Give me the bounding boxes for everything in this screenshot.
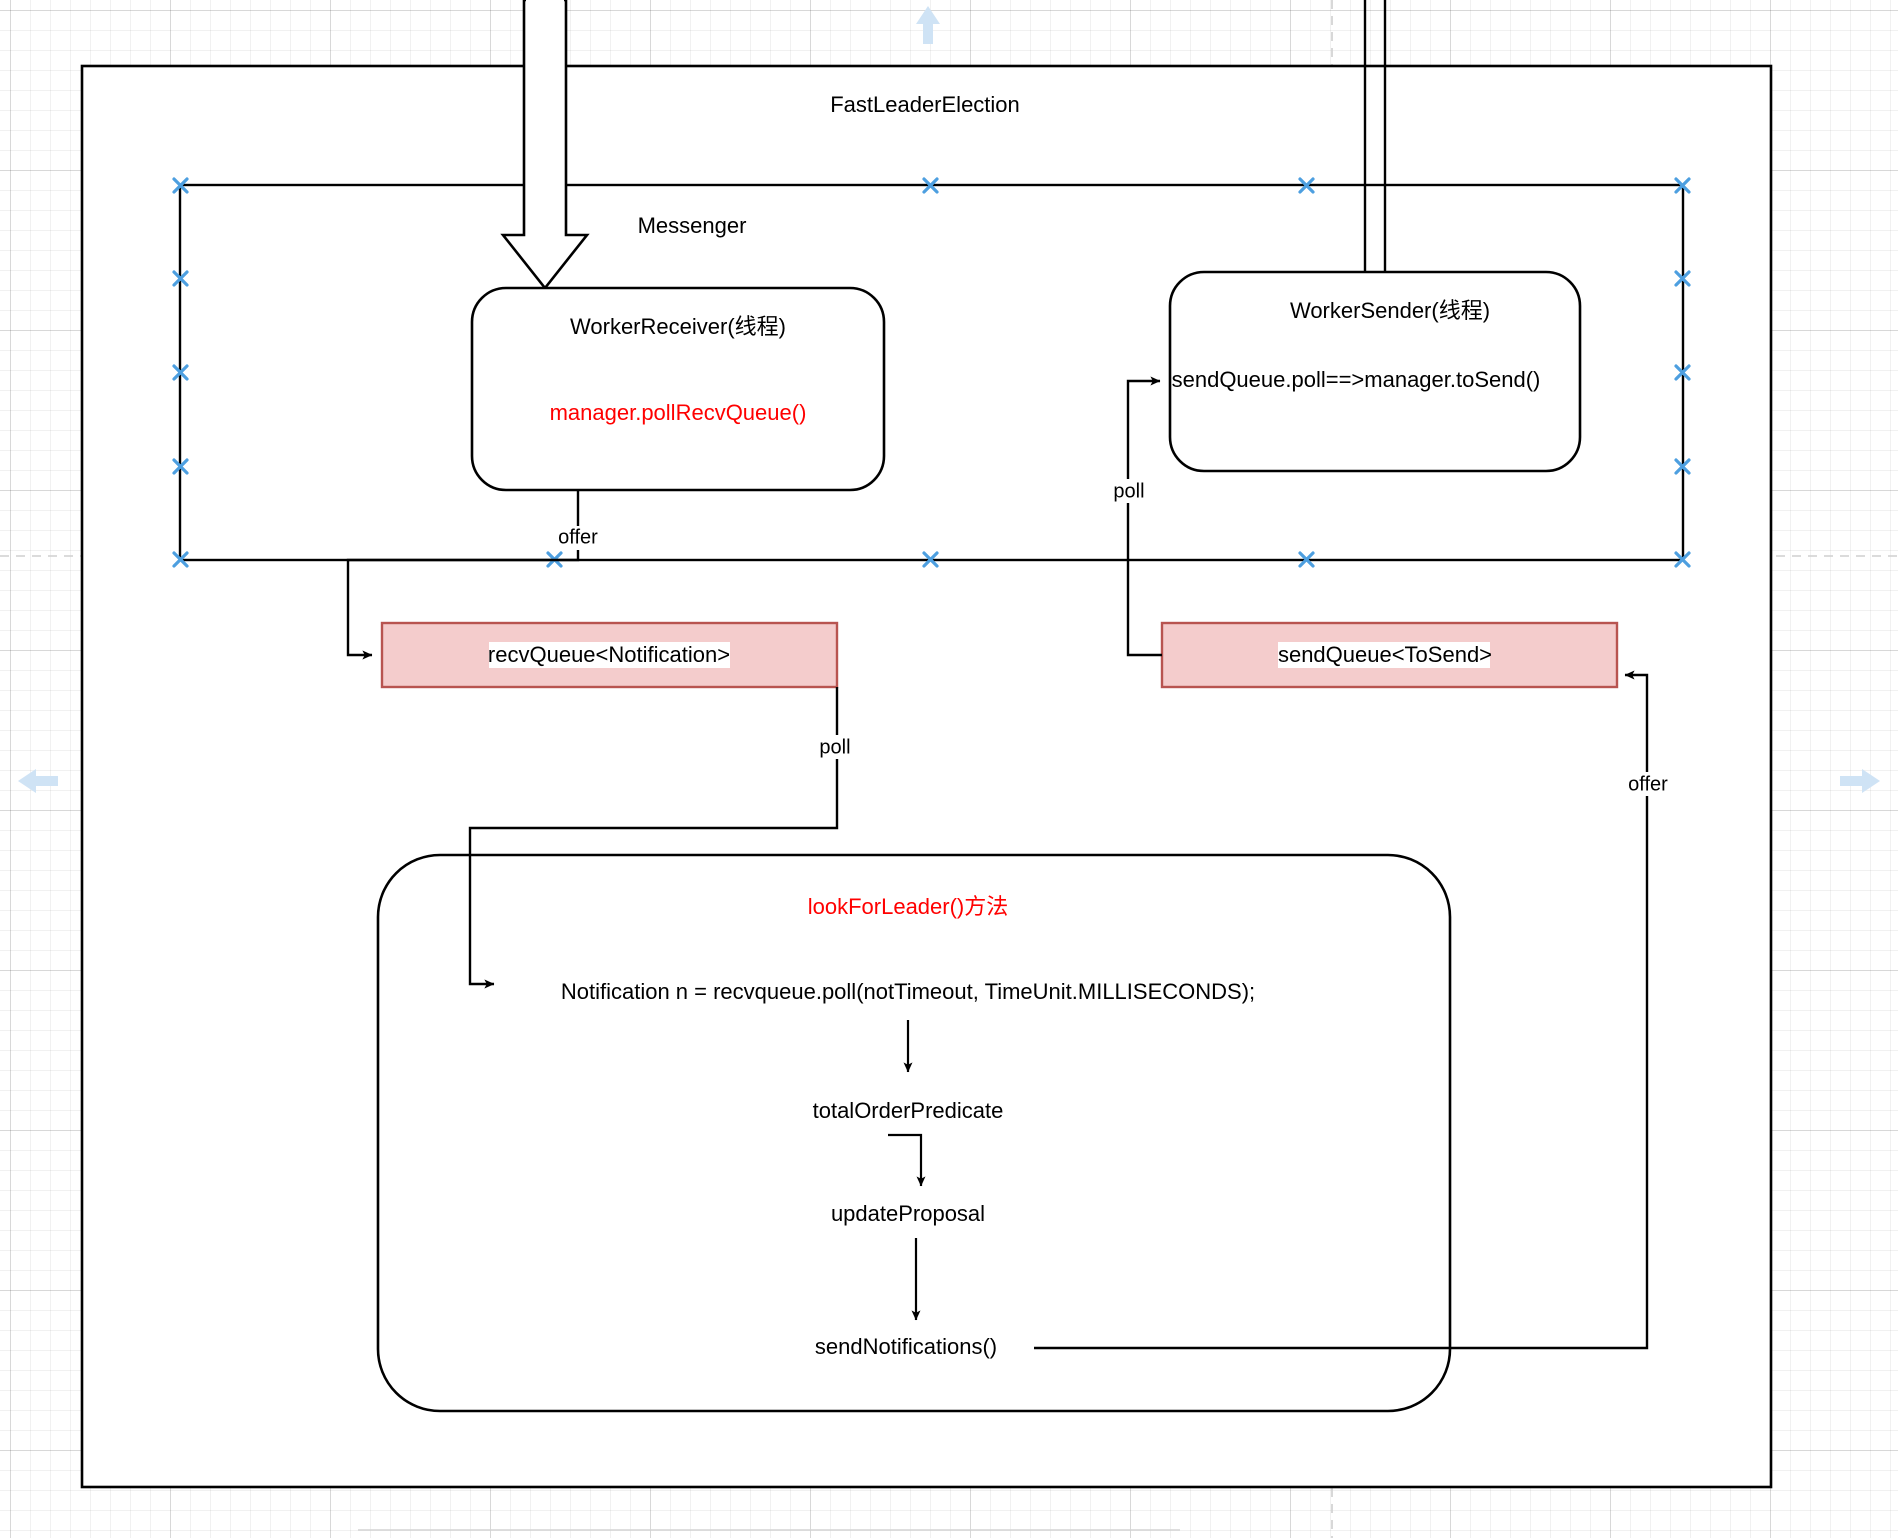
edge-offer-recv-label-bg <box>547 526 603 550</box>
handle-x-icon[interactable] <box>172 270 189 287</box>
handle-x-icon[interactable] <box>1674 270 1691 287</box>
handle-x-icon[interactable] <box>1298 551 1315 568</box>
edge-poll-send[interactable]: poll <box>1104 376 1162 657</box>
worker-receiver-box[interactable] <box>470 286 886 492</box>
worker-sender-body: sendQueue.poll==>manager.toSend() <box>1172 367 1541 392</box>
messenger-title: Messenger <box>638 213 747 238</box>
send-queue-label: sendQueue<ToSend> <box>1278 642 1492 667</box>
node-send-queue[interactable]: sendQueue<ToSend> <box>1160 621 1619 689</box>
node-worker-receiver[interactable]: WorkerReceiver(线程) manager.pollRecvQueue… <box>470 286 886 492</box>
connector-total-order-to-update-proposal <box>888 1133 926 1187</box>
look-for-leader-box[interactable] <box>376 853 1452 1413</box>
fast-leader-election-title: FastLeaderElection <box>830 92 1020 117</box>
container-look-for-leader[interactable]: lookForLeader()方法 <box>376 853 1452 1413</box>
edge-offer-send-path[interactable] <box>1034 670 1649 1350</box>
send-queue-label-bg <box>1278 642 1490 668</box>
scroll-right-arrow <box>1840 769 1880 793</box>
edge-offer-send-label-bg <box>1618 772 1674 796</box>
scroll-left-arrow <box>18 769 58 793</box>
node-recv-queue[interactable]: recvQueue<Notification> <box>380 621 839 689</box>
edge-poll-recv-label-bg <box>810 735 858 759</box>
edge-poll-recv-path[interactable] <box>468 687 839 989</box>
handle-x-icon[interactable] <box>172 458 189 475</box>
scroll-hint-arrows <box>18 6 1880 793</box>
handle-x-icon[interactable] <box>1674 458 1691 475</box>
edge-poll-recv[interactable]: poll <box>468 687 858 989</box>
edge-poll-send-path[interactable] <box>1126 376 1162 657</box>
step-send-notifications-label: sendNotifications() <box>815 1334 997 1359</box>
handle-x-icon[interactable] <box>922 551 939 568</box>
handle-x-icon[interactable] <box>1674 364 1691 381</box>
recv-queue-label-bg <box>489 642 730 668</box>
edge-offer-recv-label: offer <box>558 526 598 548</box>
edge-poll-recv-label: poll <box>819 736 850 758</box>
flow-steps: Notification n = recvqueue.poll(notTimeo… <box>561 979 1255 1359</box>
handle-x-icon[interactable] <box>172 177 189 194</box>
handle-x-icon[interactable] <box>172 364 189 381</box>
step-total-order-label: totalOrderPredicate <box>813 1098 1004 1123</box>
scroll-up-arrow <box>916 6 940 44</box>
edge-offer-send-label: offer <box>1628 773 1668 795</box>
worker-receiver-title: WorkerReceiver(线程) <box>570 314 786 339</box>
edge-poll-send-label: poll <box>1113 480 1144 502</box>
inbound-block-arrow <box>500 0 590 291</box>
edge-offer-send[interactable]: offer <box>1034 670 1674 1350</box>
edge-poll-send-label-bg <box>1104 479 1152 503</box>
recv-queue-label: recvQueue<Notification> <box>488 642 730 667</box>
selection-handles-messenger[interactable] <box>172 177 1691 568</box>
handle-x-icon[interactable] <box>1298 177 1315 194</box>
handle-x-icon[interactable] <box>922 177 939 194</box>
sender-inbound-line <box>1363 0 1387 283</box>
worker-receiver-body: manager.pollRecvQueue() <box>550 400 807 425</box>
step-update-proposal-label: updateProposal <box>831 1201 985 1226</box>
node-worker-sender[interactable]: WorkerSender(线程) sendQueue.poll==>manage… <box>1168 270 1582 473</box>
handle-x-icon[interactable] <box>1674 551 1691 568</box>
step-notification-label: Notification n = recvqueue.poll(notTimeo… <box>561 979 1255 1004</box>
worker-sender-box[interactable] <box>1168 270 1582 473</box>
handle-x-icon[interactable] <box>1674 177 1691 194</box>
look-for-leader-title: lookForLeader()方法 <box>808 894 1009 919</box>
edge-offer-recv[interactable]: offer <box>346 490 603 660</box>
handle-x-icon[interactable] <box>172 551 189 568</box>
worker-sender-title: WorkerSender(线程) <box>1290 298 1490 323</box>
